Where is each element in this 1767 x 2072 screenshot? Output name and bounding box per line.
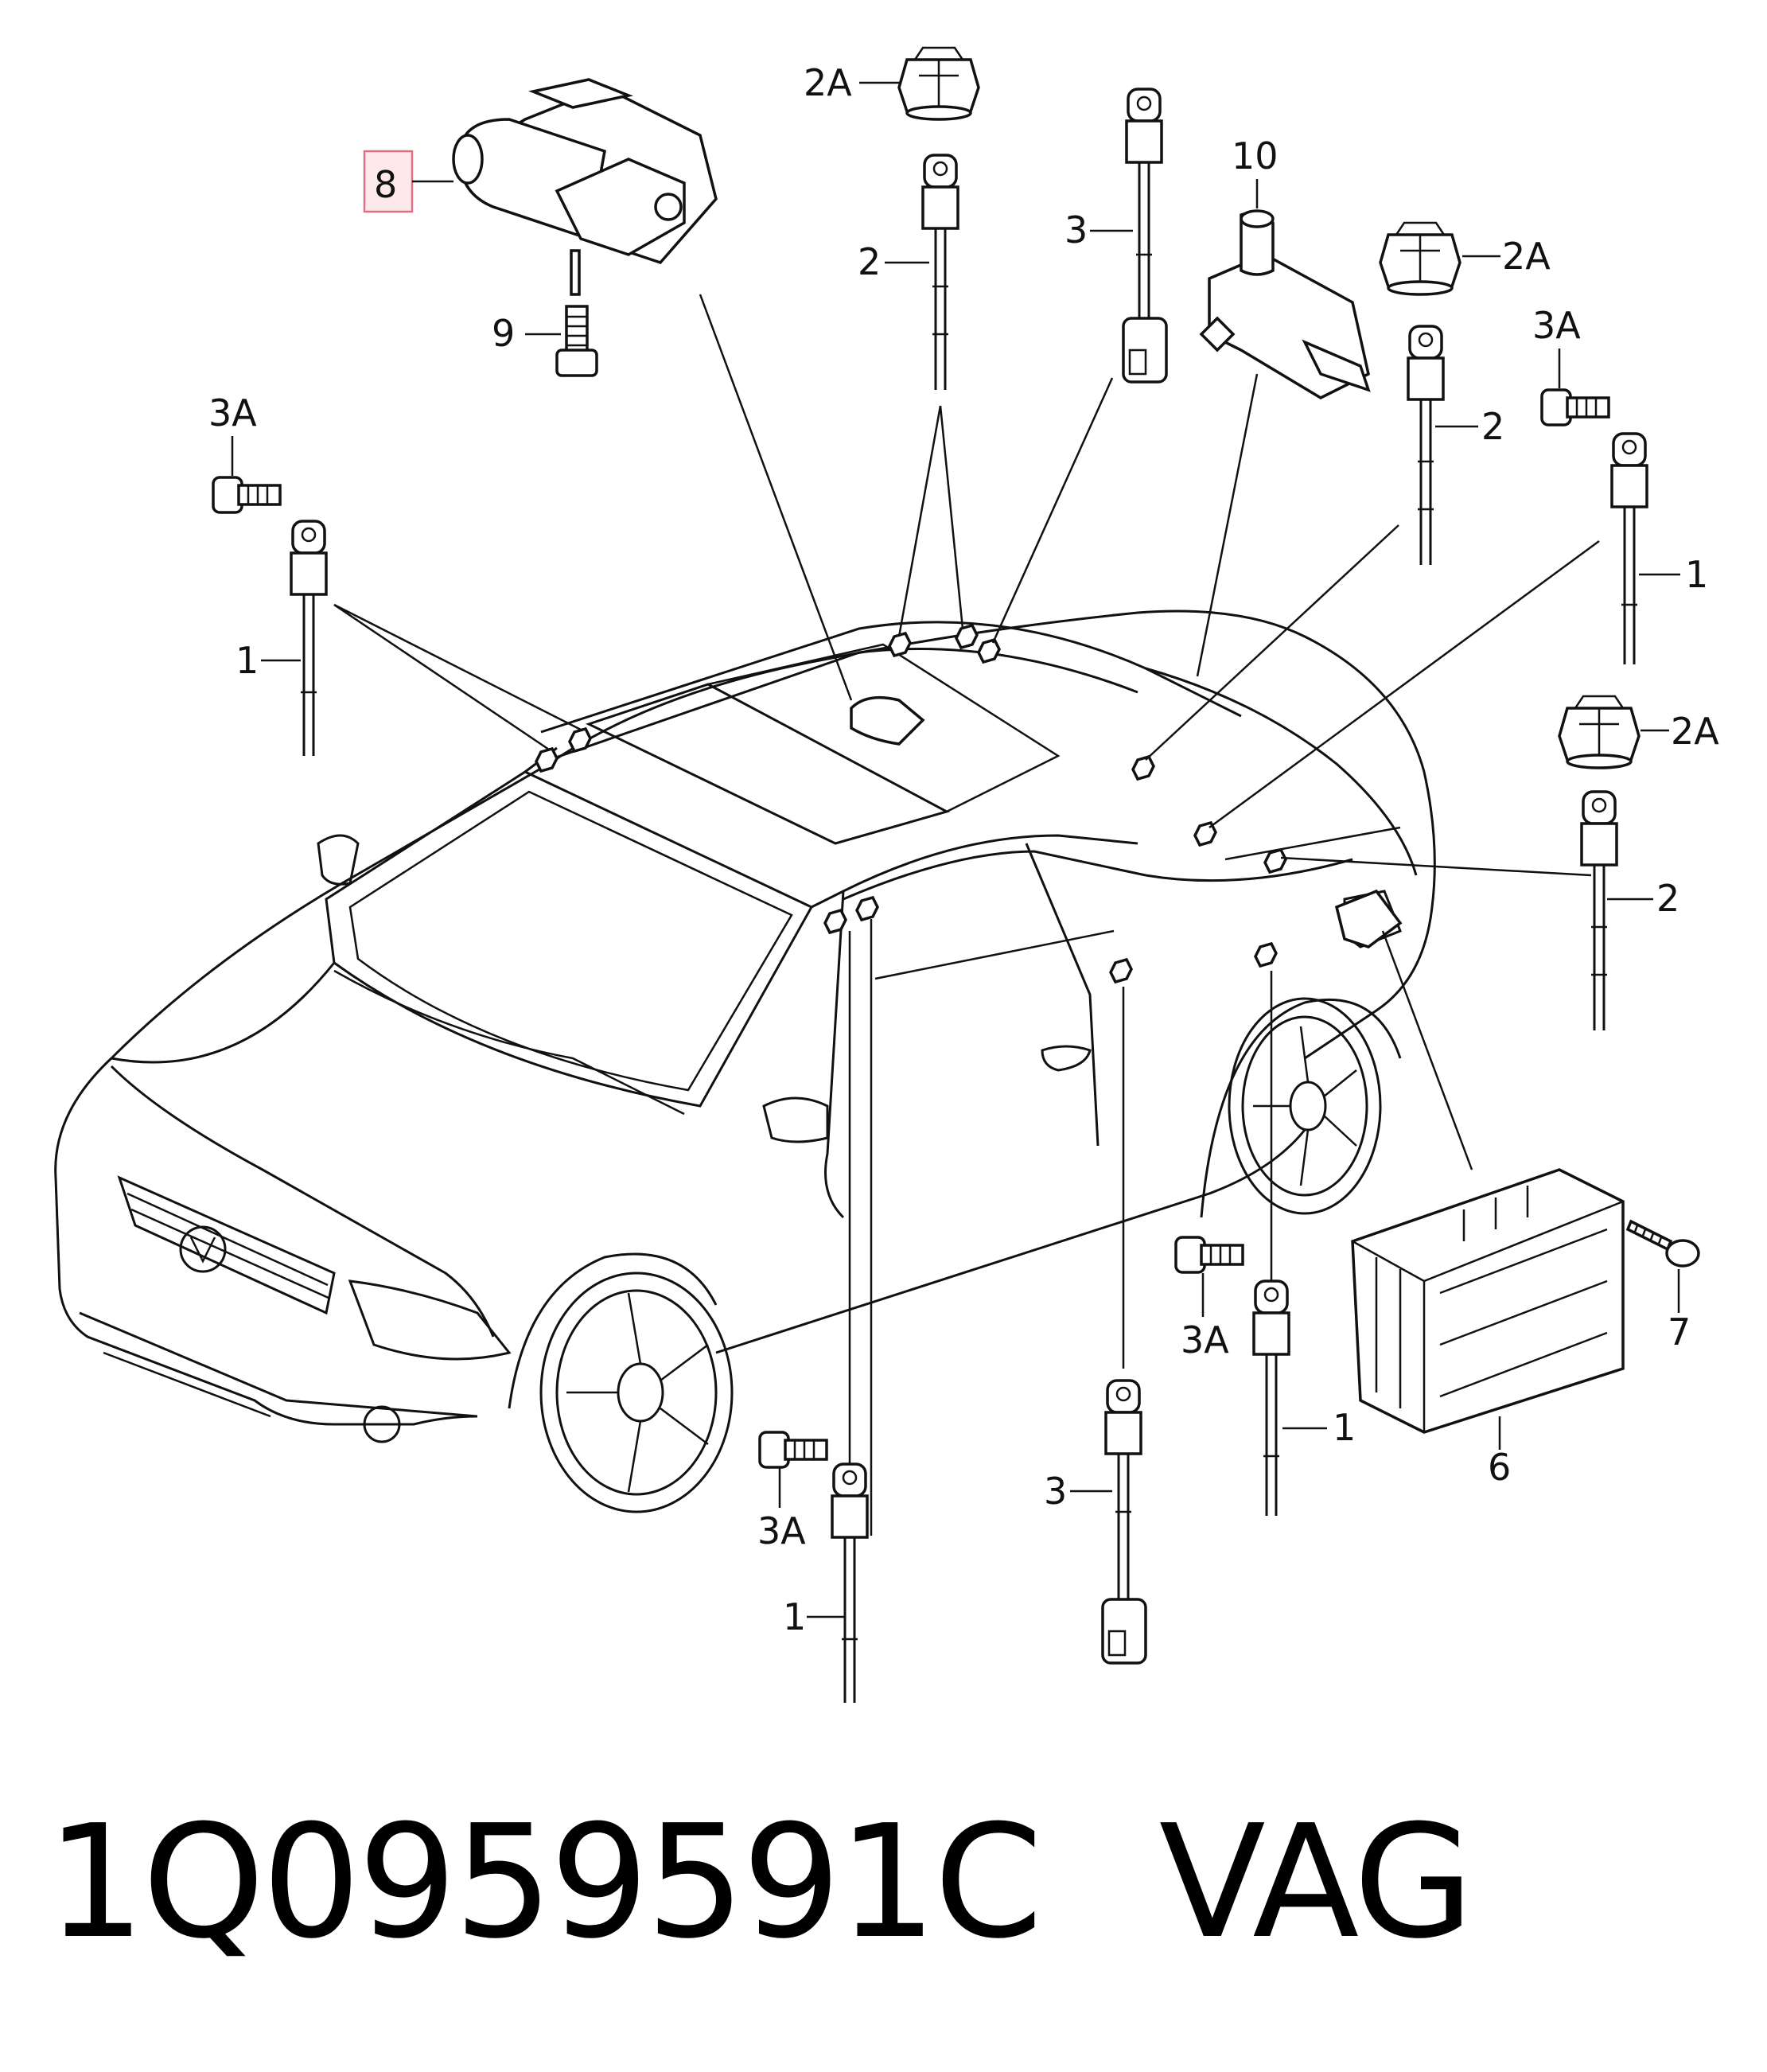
callout-2a-right: 2A	[1502, 235, 1551, 278]
part-3-sensor-bottom	[1101, 1379, 1147, 1665]
car-illustration	[54, 610, 1436, 1513]
part-8-motor	[452, 78, 718, 296]
brand-name: VAG	[1158, 1792, 1474, 1973]
callout-9: 9	[492, 312, 515, 355]
part-3-sensor-top	[1122, 88, 1168, 384]
part-6-control-unit	[1351, 1168, 1625, 1434]
part-1-sensor-left	[290, 520, 328, 756]
callout-2-mid: 2	[1656, 877, 1679, 920]
callout-2a-top: 2A	[804, 61, 852, 104]
part-2-sensor-mid	[1580, 790, 1618, 1030]
part-3a-bolt-bottom	[758, 1431, 828, 1469]
callout-1-lower: 1	[1333, 1406, 1356, 1449]
callout-8: 8	[374, 163, 397, 206]
part-2-sensor-right	[1407, 325, 1445, 565]
part-8-highlight-box[interactable]	[363, 150, 414, 213]
part-3a-bolt-lower	[1174, 1236, 1244, 1274]
callout-3-top: 3	[1064, 208, 1088, 251]
part-2a-clip-top	[897, 46, 980, 121]
callout-2-top: 2	[858, 240, 881, 283]
part-10-switch	[1199, 209, 1371, 399]
callout-3-bottom: 3	[1044, 1470, 1067, 1513]
part-2-sensor-top	[921, 154, 959, 390]
part-1-sensor-right	[1610, 432, 1648, 664]
callout-3a-lower: 3A	[1181, 1318, 1229, 1361]
callout-7: 7	[1668, 1311, 1691, 1353]
callout-3a-left: 3A	[208, 391, 257, 434]
callout-1-bottom: 1	[783, 1595, 806, 1638]
callout-1-right: 1	[1685, 553, 1708, 596]
part-1-sensor-bottom	[831, 1462, 869, 1703]
part-1-sensor-lower	[1252, 1279, 1290, 1516]
callout-10: 10	[1232, 134, 1279, 177]
part-9-bolt	[555, 305, 598, 377]
callout-2a-mid: 2A	[1671, 710, 1719, 753]
callout-6: 6	[1488, 1446, 1511, 1489]
callout-3a-bottom: 3A	[757, 1509, 806, 1552]
callout-2-right: 2	[1481, 405, 1504, 448]
part-2a-clip-right	[1379, 221, 1461, 296]
part-number: 1Q0959591C	[46, 1792, 1043, 1973]
part-7-screw	[1625, 1219, 1700, 1268]
callout-3a-right: 3A	[1532, 304, 1581, 347]
part-2a-clip-mid	[1558, 695, 1641, 769]
callout-1-left: 1	[235, 639, 259, 682]
mount-points	[535, 623, 1403, 984]
leader-lines	[333, 294, 1600, 1536]
part-3a-bolt-right	[1540, 388, 1610, 426]
part-3a-bolt-left	[212, 476, 282, 514]
